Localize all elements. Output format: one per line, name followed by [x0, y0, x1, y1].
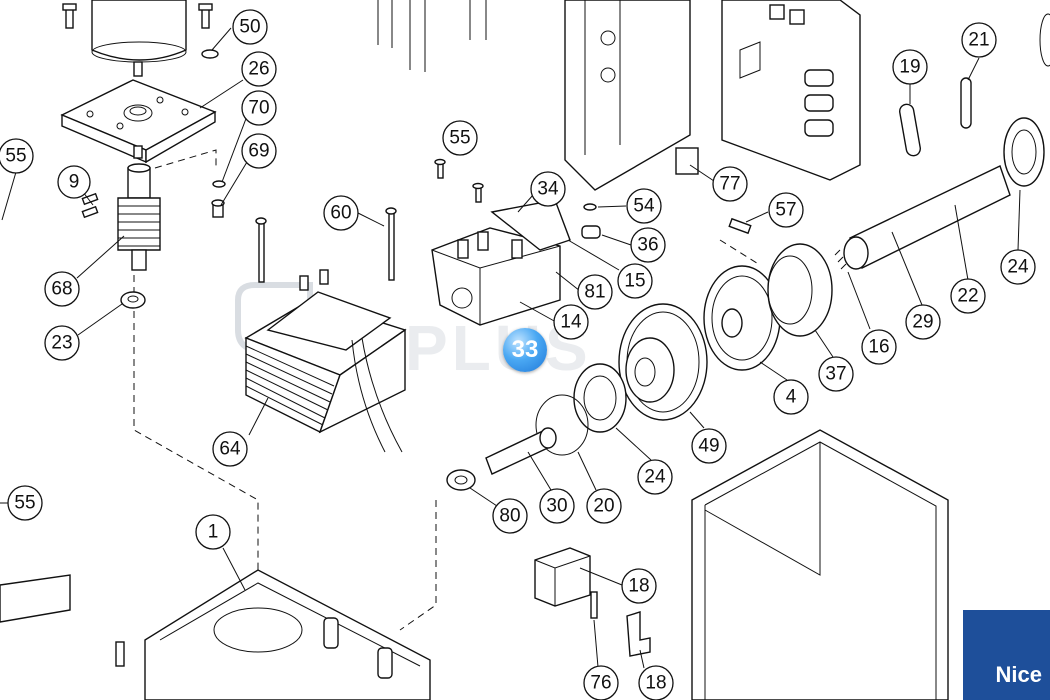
svg-text:64: 64 — [219, 439, 241, 460]
svg-text:4: 4 — [786, 387, 797, 408]
control-board — [377, 0, 861, 191]
svg-text:18: 18 — [628, 576, 649, 597]
leader-lines — [0, 27, 1021, 669]
long-screws — [255, 207, 397, 283]
svg-text:24: 24 — [644, 467, 666, 488]
svg-text:14: 14 — [560, 312, 582, 333]
callout-1: 1 — [195, 514, 231, 550]
callout-55-left-top: 55 — [0, 138, 34, 174]
svg-text:9: 9 — [69, 172, 80, 193]
callout-81: 81 — [577, 274, 613, 310]
callout-60: 60 — [323, 195, 359, 231]
callout-14: 14 — [553, 304, 589, 340]
flat-washer — [120, 291, 146, 309]
part-callouts: 50 26 70 69 9 68 23 55 60 64 55 34 54 36… — [0, 9, 1036, 700]
callout-15: 15 — [617, 263, 653, 299]
svg-text:77: 77 — [719, 174, 740, 195]
callout-34: 34 — [530, 171, 566, 207]
callout-26: 26 — [241, 51, 277, 87]
callout-22: 22 — [950, 278, 986, 314]
svg-text:23: 23 — [51, 333, 72, 354]
callout-80: 80 — [492, 498, 528, 534]
svg-text:24: 24 — [1007, 257, 1029, 278]
callout-24-center: 24 — [637, 459, 673, 495]
callout-77: 77 — [712, 166, 748, 202]
cam-wheel — [703, 217, 833, 371]
svg-text:81: 81 — [584, 282, 605, 303]
callout-18-lower: 18 — [638, 665, 674, 700]
svg-text:50: 50 — [239, 17, 260, 38]
callout-70: 70 — [241, 90, 277, 126]
svg-text:1: 1 — [208, 522, 219, 543]
svg-text:60: 60 — [330, 203, 351, 224]
transformer — [244, 269, 407, 453]
callout-29: 29 — [905, 304, 941, 340]
callout-20: 20 — [586, 488, 622, 524]
gearbox-cover — [691, 429, 949, 700]
svg-text:80: 80 — [499, 506, 520, 527]
callout-57: 57 — [768, 192, 804, 228]
svg-text:22: 22 — [957, 286, 978, 307]
svg-text:68: 68 — [51, 279, 72, 300]
shaft-and-bearing — [446, 363, 627, 491]
callout-37: 37 — [818, 356, 854, 392]
callout-16: 16 — [861, 329, 897, 365]
svg-text:20: 20 — [593, 496, 614, 517]
limit-switch-assembly — [431, 158, 601, 326]
svg-text:54: 54 — [633, 196, 655, 217]
callout-21: 21 — [961, 22, 997, 58]
svg-text:19: 19 — [899, 57, 920, 78]
callout-55-center: 55 — [442, 120, 478, 156]
svg-text:55: 55 — [449, 128, 470, 149]
spur-gear — [618, 303, 708, 421]
svg-text:34: 34 — [537, 179, 559, 200]
callout-24-right: 24 — [1000, 249, 1036, 285]
callout-76: 76 — [583, 665, 619, 700]
callout-64: 64 — [212, 431, 248, 467]
callout-18-upper: 18 — [621, 568, 657, 604]
callout-49: 49 — [691, 428, 727, 464]
callout-36: 36 — [630, 227, 666, 263]
svg-text:76: 76 — [590, 673, 611, 694]
svg-text:26: 26 — [248, 59, 269, 80]
svg-text:55: 55 — [5, 146, 26, 167]
svg-text:15: 15 — [624, 271, 645, 292]
callout-19: 19 — [892, 49, 928, 85]
svg-text:21: 21 — [968, 30, 989, 51]
brand-logo-text: Nice — [995, 662, 1042, 687]
motor-flange-plate — [60, 79, 217, 164]
page-number-badge: 33 — [503, 328, 547, 372]
callout-68: 68 — [44, 271, 80, 307]
svg-text:36: 36 — [637, 235, 658, 256]
callout-23: 23 — [44, 325, 80, 361]
callout-55-left-bottom: 55 — [7, 485, 43, 521]
svg-text:57: 57 — [775, 200, 796, 221]
assembly-guide-lines — [133, 149, 761, 631]
output-shaft-assembly — [834, 13, 1050, 270]
svg-text:69: 69 — [248, 141, 269, 162]
svg-text:29: 29 — [912, 312, 933, 333]
callout-69: 69 — [241, 133, 277, 169]
svg-text:55: 55 — [14, 493, 35, 514]
washer-and-screw — [211, 180, 226, 218]
terminal-block — [534, 547, 651, 657]
callout-50: 50 — [232, 9, 268, 45]
svg-text:70: 70 — [248, 98, 269, 119]
main-housing — [0, 569, 431, 700]
callout-54: 54 — [626, 188, 662, 224]
brand-logo: Nice — [963, 610, 1050, 700]
motor-housing-top — [62, 0, 219, 77]
callout-9: 9 — [57, 165, 91, 199]
svg-text:37: 37 — [825, 364, 846, 385]
svg-text:49: 49 — [698, 436, 719, 457]
callout-4: 4 — [773, 379, 809, 415]
svg-text:18: 18 — [645, 673, 666, 694]
svg-text:16: 16 — [868, 337, 889, 358]
callout-30: 30 — [539, 488, 575, 524]
worm-screw — [81, 163, 161, 271]
svg-text:30: 30 — [546, 496, 567, 517]
